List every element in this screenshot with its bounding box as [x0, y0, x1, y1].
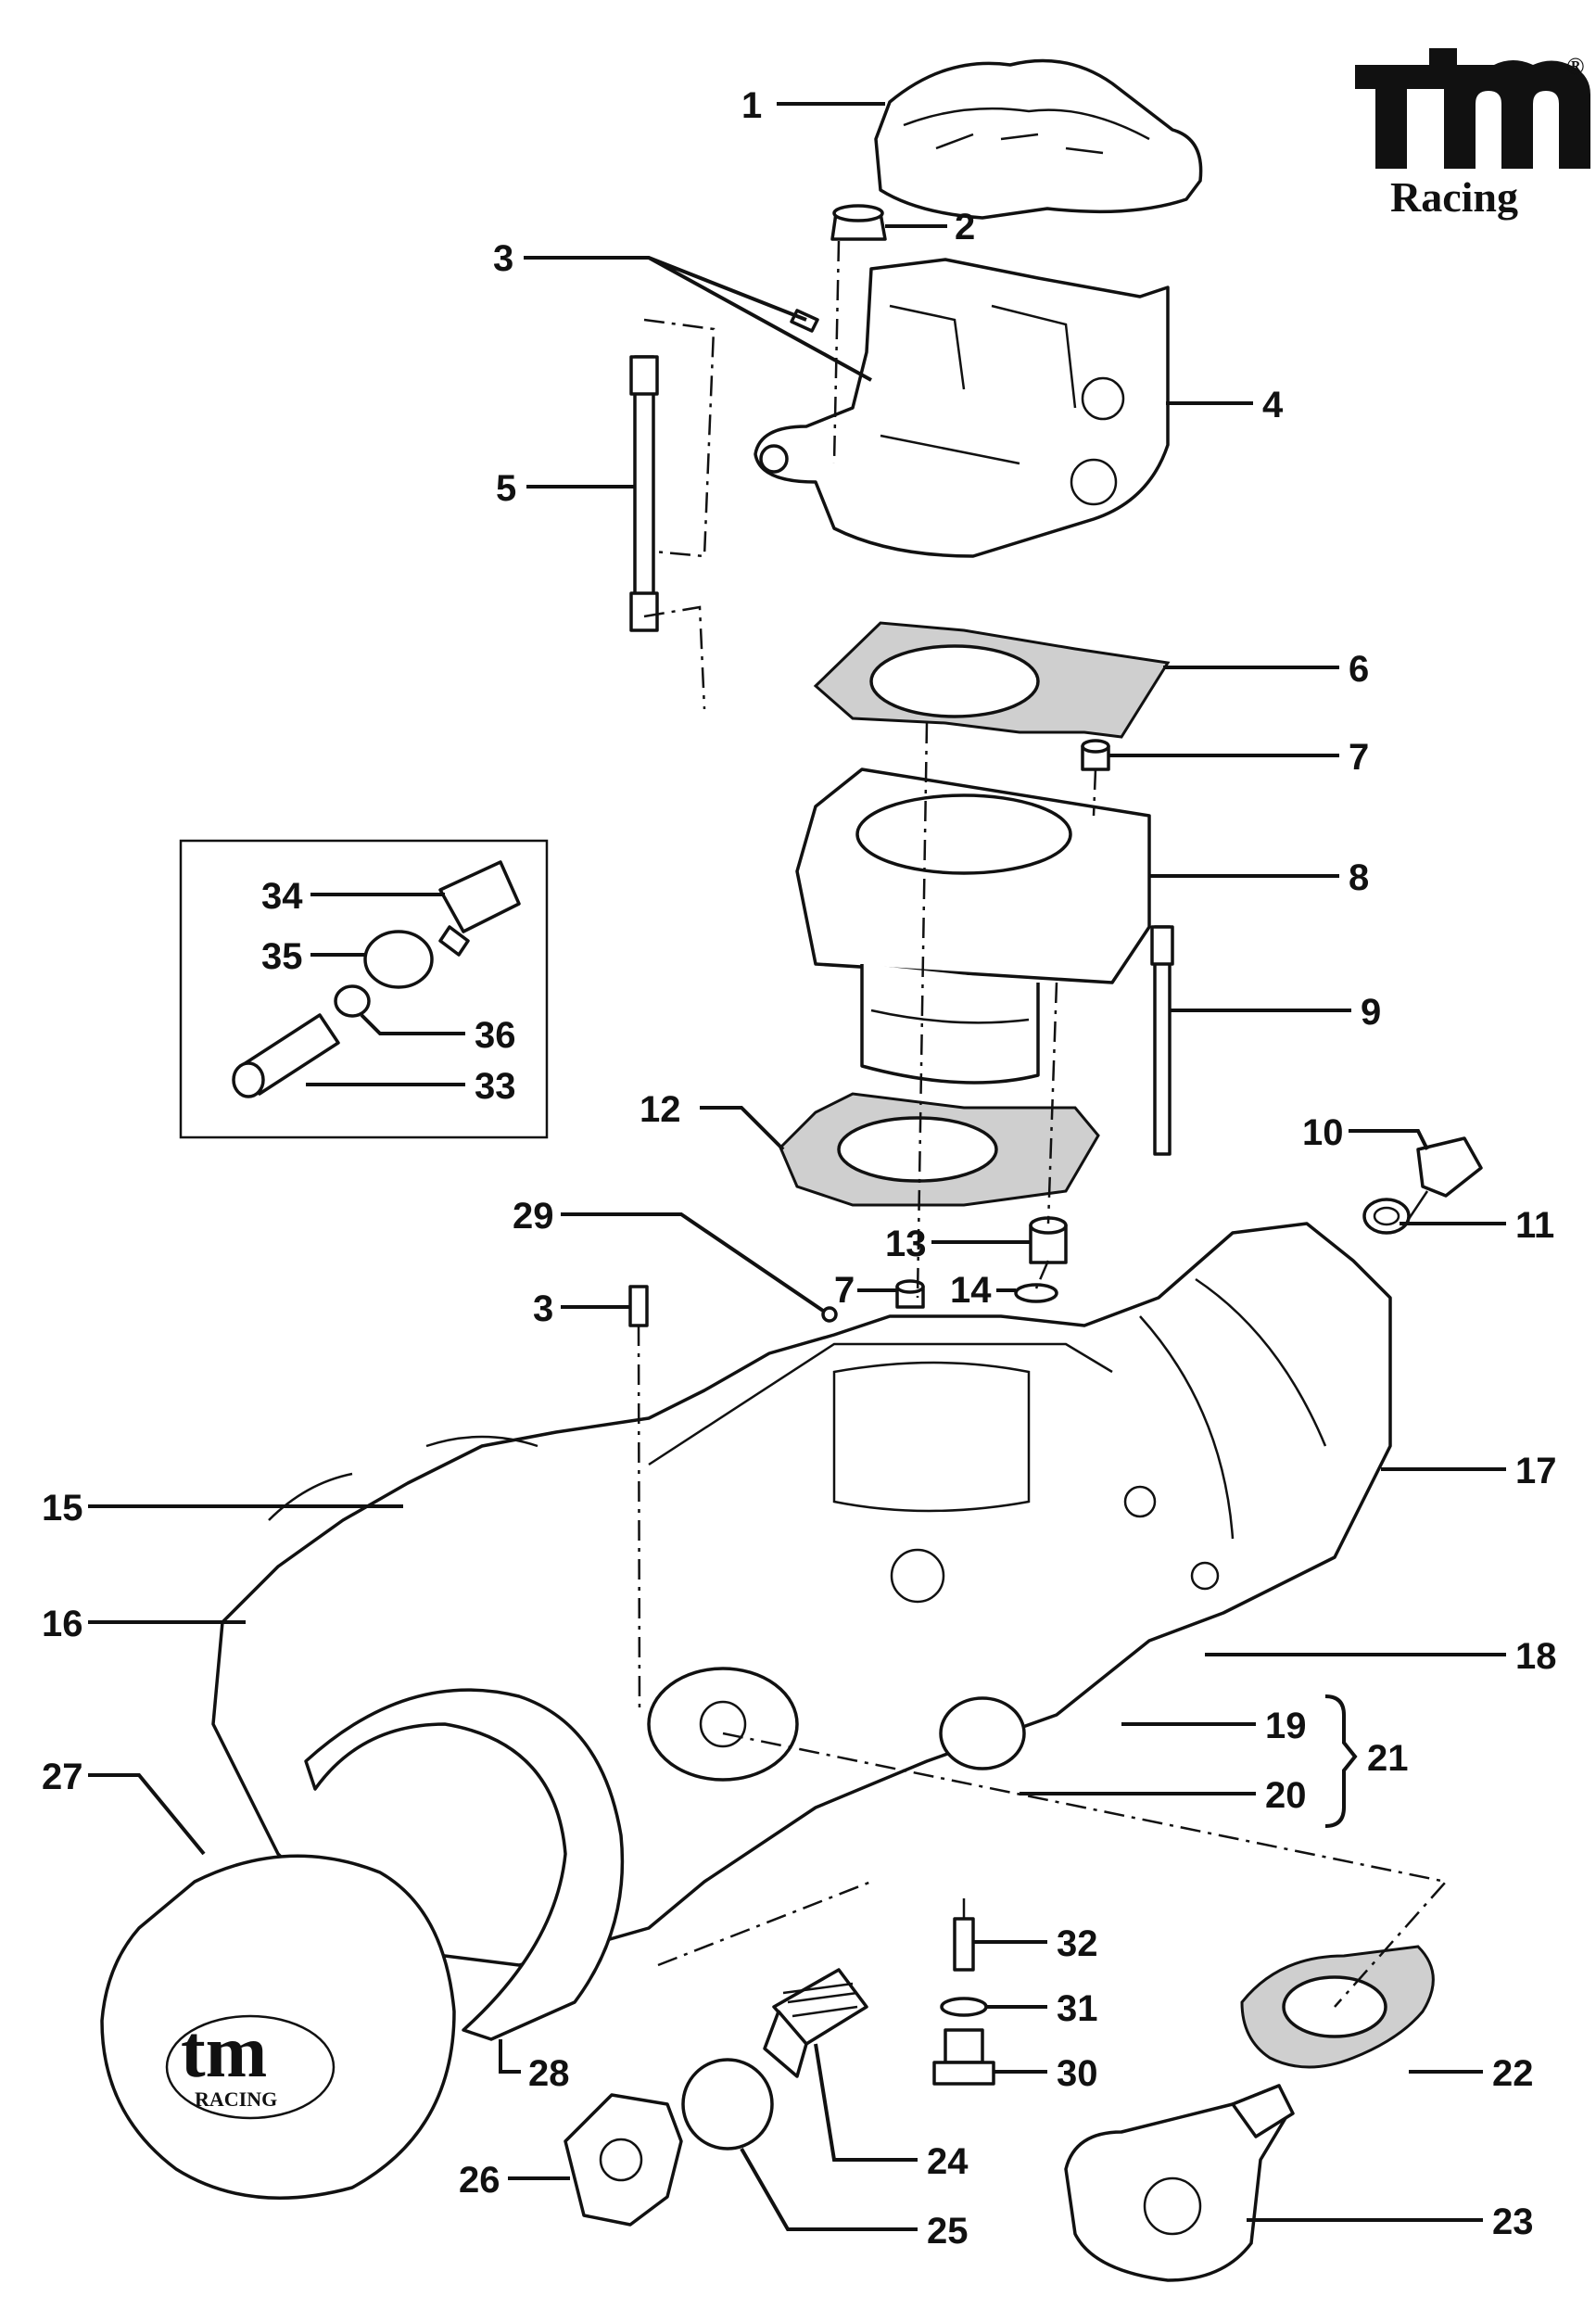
part-base-gasket [779, 1092, 1100, 1207]
callout-3-lower: 3 [533, 1288, 553, 1329]
callout-10: 10 [1302, 1112, 1344, 1153]
part-stud-long [629, 355, 659, 632]
callout-4: 4 [1262, 385, 1284, 425]
brace-19-20 [1324, 1694, 1358, 1828]
logo-subtitle: Racing [1390, 173, 1518, 221]
assembly-centre-lines [637, 240, 1449, 2008]
callout-17: 17 [1515, 1451, 1557, 1491]
part-washer [1362, 1198, 1411, 1235]
callout-20: 20 [1265, 1775, 1307, 1816]
leader-29 [561, 1212, 825, 1313]
tm-logo-mark [1355, 48, 1590, 169]
leader-10 [1349, 1129, 1429, 1150]
callout-24: 24 [927, 2141, 969, 2182]
cover-logo-letters: tm [181, 2011, 267, 2093]
callout-28: 28 [528, 2053, 570, 2094]
part-ignition-cover: tm RACING [100, 1854, 456, 2200]
callout-33: 33 [475, 1066, 516, 1107]
callout-5: 5 [496, 468, 516, 509]
callout-19: 19 [1265, 1706, 1307, 1746]
leader-28 [499, 2039, 521, 2074]
callout-7-lower: 7 [834, 1270, 855, 1311]
callout-36: 36 [475, 1015, 516, 1056]
callout-32: 32 [1057, 1923, 1098, 1964]
part-drain-plug [1407, 1136, 1483, 1220]
part-dowel-ring-top [1081, 739, 1110, 771]
callout-22: 22 [1492, 2053, 1534, 2094]
part-dowel-pin-lower [628, 1285, 649, 1327]
part-oil-filter [763, 1968, 868, 2078]
part-o-ring-large [681, 2058, 774, 2151]
leader-24 [814, 2043, 918, 2162]
part-water-pump-gasket [1240, 1945, 1435, 2069]
callout-1: 1 [741, 85, 762, 126]
tm-racing-logo: ® Racing [1355, 48, 1590, 221]
callout-7-top: 7 [1349, 737, 1369, 778]
callout-16: 16 [42, 1604, 83, 1644]
callout-15: 15 [42, 1488, 83, 1529]
callout-9: 9 [1361, 992, 1381, 1033]
part-bolt [932, 2028, 995, 2086]
part-locating-pin [953, 1917, 975, 1972]
callout-23: 23 [1492, 2201, 1534, 2242]
callout-11: 11 [1515, 1205, 1554, 1246]
callout-25: 25 [927, 2211, 969, 2252]
leader-25 [740, 2148, 918, 2231]
callout-13: 13 [885, 1224, 927, 1264]
part-head-gasket [813, 621, 1171, 739]
callout-21: 21 [1367, 1738, 1409, 1779]
leader-36 [360, 1013, 465, 1035]
callout-30: 30 [1057, 2053, 1098, 2094]
part-nut [830, 204, 887, 241]
callout-18: 18 [1515, 1636, 1557, 1677]
part-small-pin [821, 1306, 838, 1323]
callout-3-top: 3 [493, 238, 513, 279]
callout-31: 31 [1057, 1988, 1098, 2029]
callout-26: 26 [459, 2160, 500, 2201]
part-valve-cover [874, 58, 1203, 220]
callout-2: 2 [955, 207, 975, 247]
part-stud-cylinder [1150, 925, 1174, 1156]
leader-3-top [524, 256, 872, 382]
inset-detail-box [179, 839, 549, 1139]
callout-8: 8 [1349, 857, 1369, 898]
callout-29: 29 [513, 1196, 554, 1237]
callout-27: 27 [42, 1757, 83, 1797]
part-filter-cover [564, 2093, 683, 2227]
leader-27 [88, 1773, 206, 1856]
part-cylinder [795, 768, 1151, 1085]
part-sealing-washer [940, 1997, 988, 2017]
part-dowel-ring-lower [895, 1279, 925, 1309]
callout-12: 12 [640, 1089, 681, 1130]
part-sleeve [1029, 1216, 1068, 1264]
callout-14: 14 [950, 1270, 992, 1311]
part-o-ring-small [1014, 1283, 1058, 1303]
callouts: 1 2 3 4 5 6 7 8 9 10 11 12 13 7 14 29 3 [42, 85, 1557, 2252]
cover-logo-subtitle: RACING [195, 2087, 277, 2111]
part-cover-gasket [304, 1688, 625, 2041]
part-crankcase [211, 1222, 1392, 1967]
leader-12 [700, 1106, 785, 1151]
callout-35: 35 [261, 936, 303, 977]
callout-34: 34 [261, 876, 303, 917]
part-water-pump-cover [1064, 2084, 1295, 2282]
callout-6: 6 [1349, 649, 1369, 690]
registered-mark: ® [1566, 53, 1584, 80]
part-cylinder-head [754, 258, 1170, 558]
